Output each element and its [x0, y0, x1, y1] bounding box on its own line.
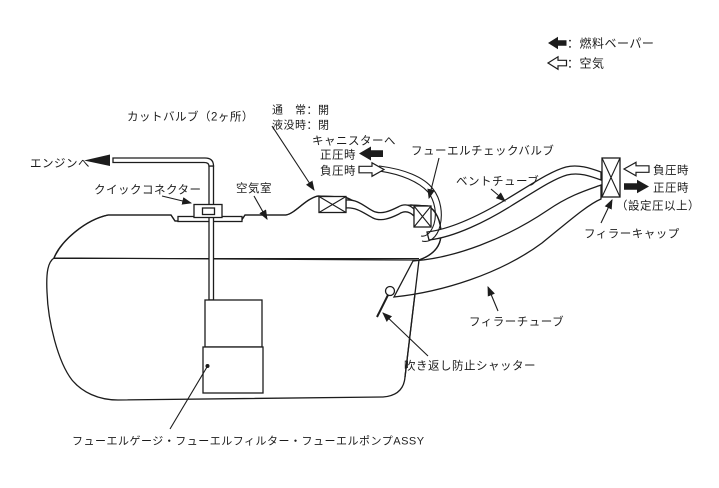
filler-tube	[392, 184, 602, 298]
label-cut-valve-submerged: 液没時：閉	[272, 118, 330, 132]
air-chamber-leader-line	[253, 195, 268, 220]
legend-fuel-vapor-label: ：燃料ベーパー	[567, 36, 654, 51]
vent-tube	[426, 165, 602, 241]
label-filler-cap: フィラーキャップ	[584, 228, 680, 241]
pump-leader-dot	[205, 364, 210, 368]
cut-valve-leader-line	[271, 125, 315, 191]
legend-air-arrow-icon	[546, 55, 568, 71]
cut-to-check-channel	[345, 199, 415, 221]
label-quick-connector: クイックコネクター	[94, 184, 202, 197]
shutter-pivot-circle	[384, 285, 396, 297]
pump-lower-box	[202, 346, 264, 394]
quick-connector-leader-line	[161, 195, 193, 205]
label-cut-valve: カットバルブ（2ヶ所）	[127, 110, 254, 124]
shutter-leader-line	[382, 312, 429, 357]
label-canister-negative: 負圧時	[320, 165, 356, 178]
canister-tube-outer	[378, 165, 442, 242]
pump-leader-line	[169, 366, 208, 430]
label-to-canister: キャニスターへ	[312, 135, 396, 148]
quick-connector-inner	[201, 207, 216, 216]
legend-air-label: ：空気	[567, 56, 605, 71]
label-canister-positive: 正圧時	[320, 149, 356, 162]
filler-cap-x-icon	[601, 157, 621, 198]
canister-negative-arrow-icon	[358, 161, 386, 178]
label-filler-tube: フィラーチューブ	[469, 315, 564, 329]
label-cap-set-pressure: （設定圧以上）	[616, 199, 700, 213]
engine-flow-arrow-icon	[84, 154, 110, 166]
vent-tube-leader-line	[490, 188, 506, 202]
label-cap-negative: 負圧時	[653, 164, 689, 177]
label-cut-valve-normal: 通 常：開	[272, 104, 330, 117]
label-vent-tube: ベントチューブ	[456, 174, 539, 188]
check-valve-leader-line	[427, 157, 440, 200]
fuel-pipe-to-engine	[112, 157, 215, 167]
pump-upper-box	[204, 299, 263, 348]
label-cap-positive: 正圧時	[653, 182, 689, 195]
label-engine: エンジンへ	[30, 158, 90, 170]
label-shutter: 吹き返し防止シャッター	[404, 359, 536, 373]
label-air-chamber: 空気室	[236, 181, 272, 195]
tank-right-edge	[404, 259, 420, 378]
filler-cap-leader-line	[600, 199, 613, 224]
cut-valve-x-icon	[318, 196, 347, 213]
label-pump-assy: フューエルゲージ・フューエルフィルター・フューエルポンプASSY	[72, 435, 425, 448]
label-fuel-check-valve: フューエルチェックバルブ	[411, 144, 554, 158]
canister-positive-arrow-icon	[359, 146, 383, 161]
filler-tube-leader-line	[487, 285, 499, 312]
vertical-pipe	[208, 165, 215, 301]
cap-positive-arrow-icon	[624, 179, 649, 194]
cap-negative-arrow-icon	[622, 161, 650, 177]
check-valve-x-icon	[413, 205, 432, 228]
shutter-flap-line	[376, 294, 389, 318]
air-chamber-hatch	[53, 195, 442, 261]
legend-fuel-vapor-arrow-icon	[548, 36, 567, 50]
canister-tube-inner	[378, 170, 436, 237]
